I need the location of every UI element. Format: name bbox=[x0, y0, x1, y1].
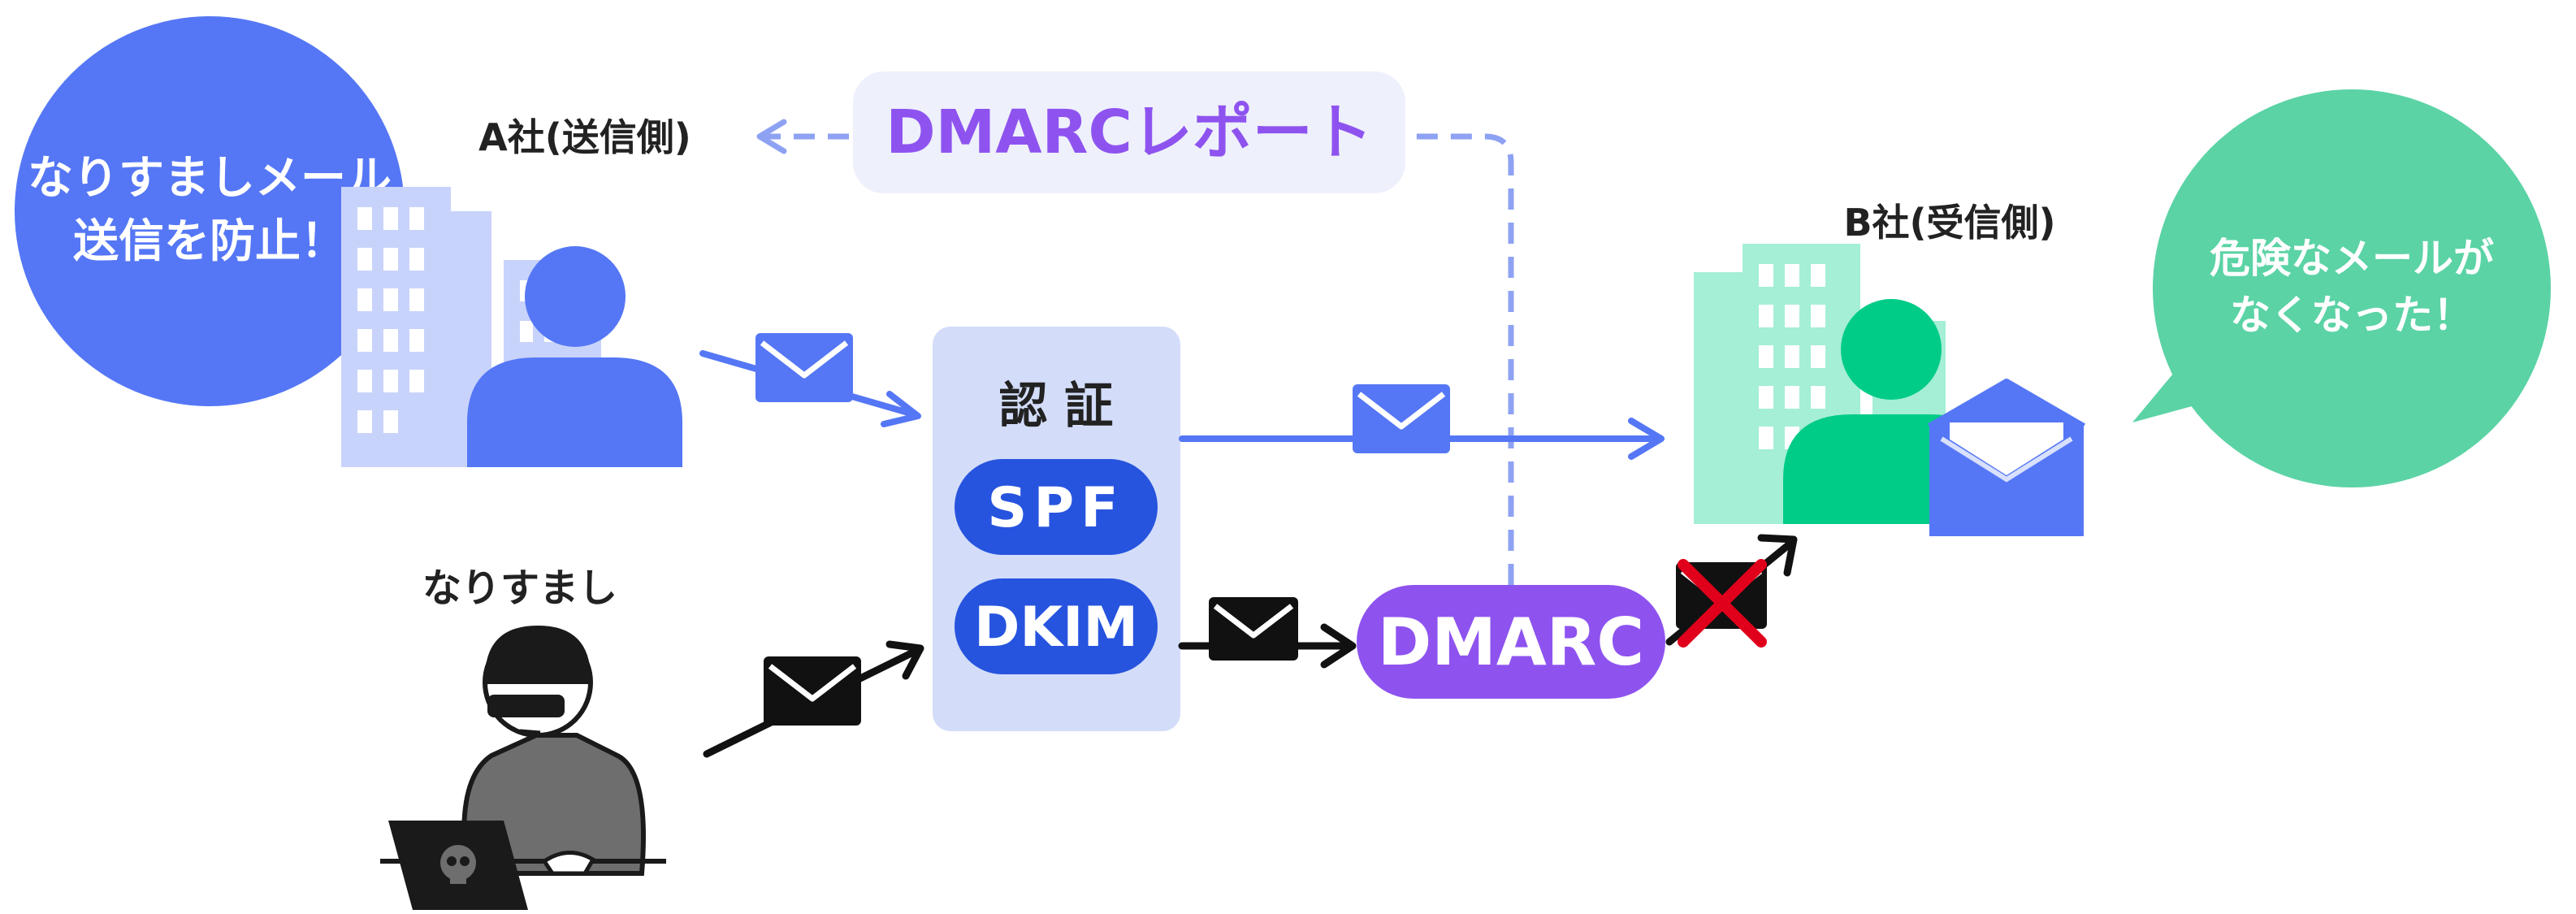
bubble-left-line1: なりすましメール bbox=[28, 152, 392, 205]
legit-mail-flow-in bbox=[699, 333, 921, 427]
bubble-left-line2: 送信を防止！ bbox=[73, 215, 346, 268]
skull-icon bbox=[440, 845, 476, 884]
report-arrowhead-icon bbox=[756, 119, 787, 154]
dmarc-report-pill bbox=[853, 71, 1405, 193]
envelope-icon bbox=[1209, 597, 1298, 661]
speech-bubble-right: 危険なメールが なくなった！ bbox=[2132, 89, 2551, 487]
envelope-icon bbox=[1353, 384, 1450, 453]
bubble-right-line2: なくなった！ bbox=[2230, 292, 2474, 339]
rejected-mail-flow bbox=[1665, 534, 1798, 648]
spoofed-mail-flow-to-dmarc bbox=[1178, 597, 1357, 669]
spoofer-hacker-icon bbox=[380, 626, 666, 910]
dmarc-report-label: DMARCレポート bbox=[885, 97, 1373, 167]
envelope-icon bbox=[764, 656, 861, 726]
spoofer-label: なりすまし bbox=[422, 565, 617, 611]
company-a-person-icon bbox=[467, 246, 682, 467]
company-a-label: A社(送信側) bbox=[478, 115, 691, 159]
authentication-box: 認 証 SPF DKIM bbox=[933, 327, 1180, 731]
spf-label: SPF bbox=[987, 476, 1124, 540]
dkim-label: DKIM bbox=[974, 596, 1138, 660]
auth-title: 認 証 bbox=[999, 378, 1114, 435]
legit-mail-flow-out bbox=[1179, 384, 1665, 460]
spf-badge bbox=[955, 459, 1158, 555]
dkim-badge bbox=[955, 578, 1158, 674]
company-b-label: B社(受信側) bbox=[1843, 201, 2055, 245]
dmarc-report-feedback: DMARCレポート bbox=[756, 71, 1514, 585]
dmarc-label: DMARC bbox=[1378, 604, 1644, 680]
bubble-right-line1: 危険なメールが bbox=[2210, 235, 2494, 282]
open-envelope-icon bbox=[1927, 379, 2086, 536]
envelope-icon bbox=[755, 333, 853, 402]
spoofed-mail-flow-in bbox=[703, 640, 924, 758]
dmarc-badge bbox=[1357, 585, 1665, 699]
reject-x-icon bbox=[1678, 559, 1767, 648]
